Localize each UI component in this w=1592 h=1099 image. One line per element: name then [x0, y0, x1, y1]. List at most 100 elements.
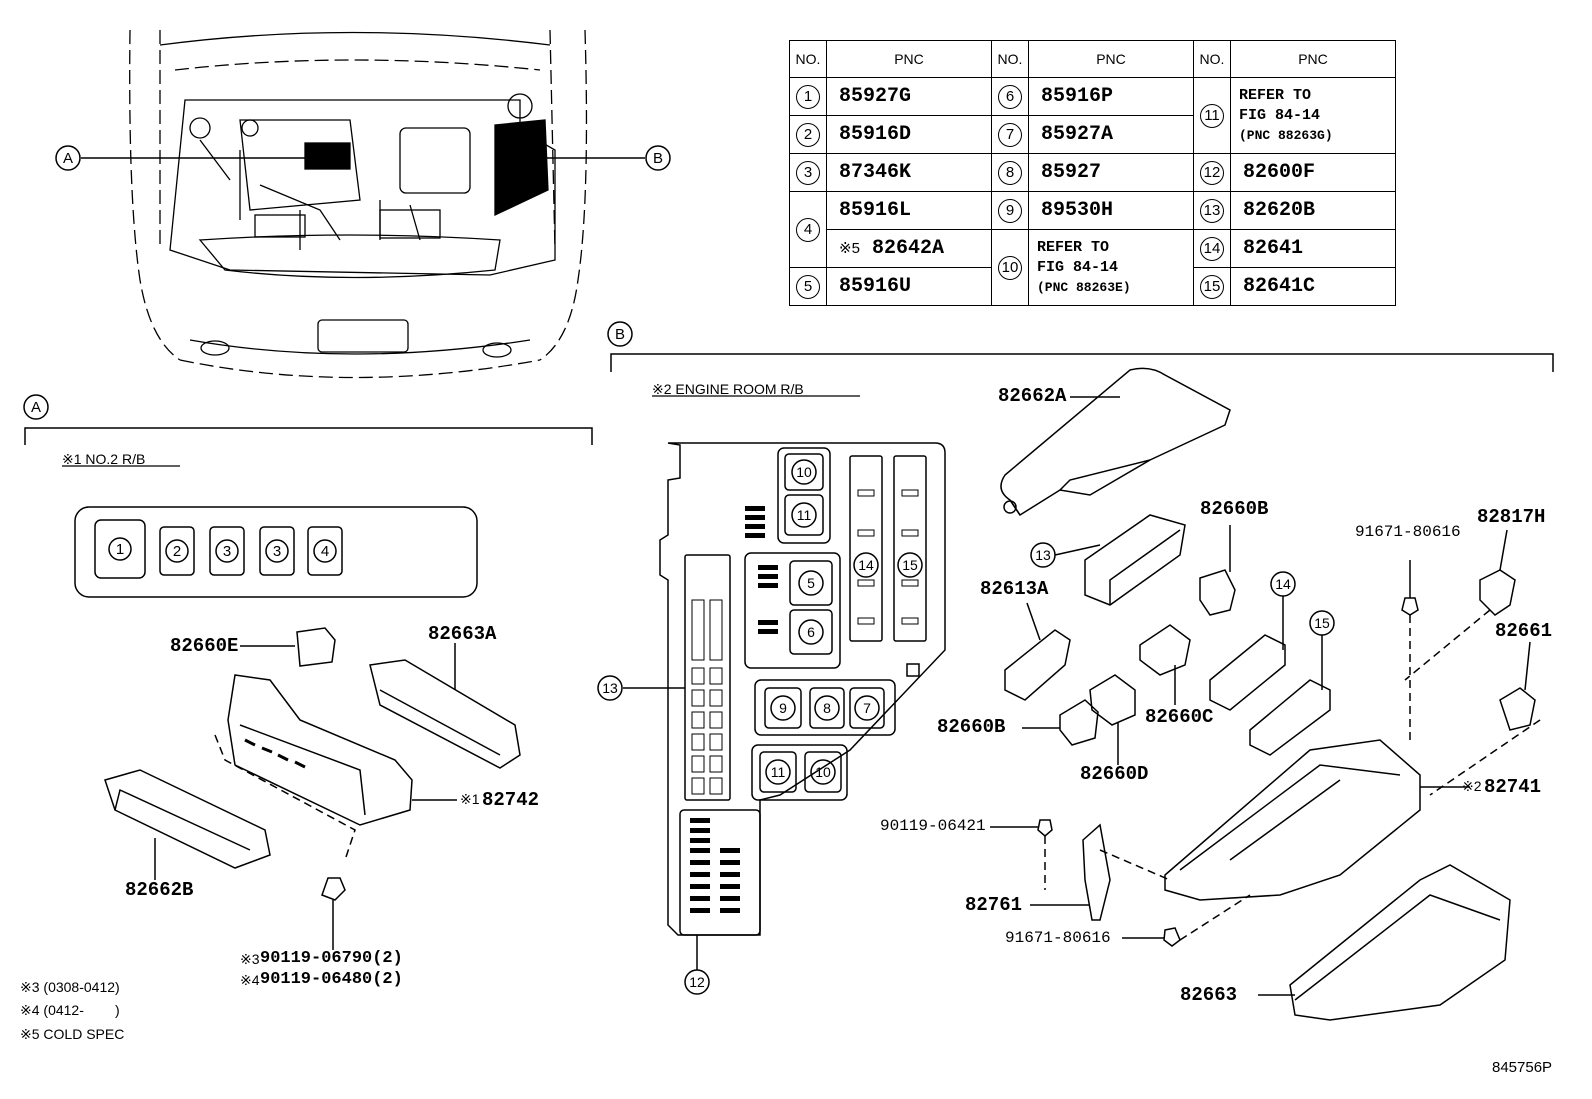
layout-label: 8 [823, 700, 831, 716]
part-number: 85927G [826, 77, 992, 116]
part-number-alt: ※5 82642A [826, 229, 992, 268]
item-number: 15 [1200, 274, 1224, 299]
item-number: 10 [998, 255, 1022, 280]
note-mark: ※1 [460, 791, 480, 807]
part-label-82741: 82741 [1484, 776, 1542, 798]
table-row: 1 85927G 6 85916P 11 REFER TO FIG 84-14 … [789, 77, 1396, 154]
part-label-82761: 82761 [965, 894, 1023, 916]
refer-note: REFER TO FIG 84-14 (PNC 88263G) [1230, 77, 1396, 154]
part-label-82662A: 82662A [998, 385, 1067, 407]
section-a-title: ※1 NO.2 R/B [62, 451, 146, 467]
item-number: 13 [1200, 198, 1224, 223]
col-pnc: PNC [1230, 40, 1396, 78]
item-number: 2 [796, 122, 820, 147]
part-number: 85916U [826, 267, 992, 306]
note-5: ※5 COLD SPEC [20, 1026, 125, 1042]
callout-13: 13 [1035, 547, 1051, 563]
fuse-marks [690, 506, 778, 913]
layout-label: 10 [815, 764, 831, 780]
item-number: 11 [1200, 103, 1224, 128]
part-label-82742: 82742 [482, 789, 540, 811]
col-pnc: PNC [1028, 40, 1194, 78]
table-header-row: NO. PNC NO. PNC NO. PNC [789, 40, 1396, 78]
part-number: 85927 [1028, 153, 1194, 192]
part-label-bolt-2: 90119-06480(2) [260, 970, 403, 989]
note-mark: ※2 [1462, 778, 1482, 794]
fuse-label: 3 [272, 543, 282, 560]
section-b-title: ※2 ENGINE ROOM R/B [652, 381, 804, 397]
part-number: 85916P [1028, 77, 1194, 116]
part-number: 87346K [826, 153, 992, 192]
refer-line: REFER TO [1037, 238, 1110, 256]
refer-line: FIG 84-14 [1037, 258, 1119, 276]
part-label-82660E: 82660E [170, 635, 239, 657]
layout-label: 9 [779, 700, 787, 716]
fuse-label: 1 [115, 541, 125, 558]
part-number: 85916L [826, 191, 992, 230]
refer-line: (PNC 88263E) [1037, 279, 1131, 295]
layout-label: 13 [602, 680, 618, 696]
figure-id: 845756P [1492, 1059, 1553, 1076]
layout-label: 11 [796, 507, 812, 523]
part-label-82817H: 82817H [1477, 506, 1546, 528]
part-number: 85927A [1028, 115, 1194, 154]
part-label-82613A: 82613A [980, 578, 1049, 600]
note-mark: ※4 [240, 972, 260, 988]
item-number: 1 [796, 84, 820, 109]
refer-line: (PNC 88263G) [1239, 127, 1333, 143]
part-number: 82642A [871, 237, 944, 260]
part-label-bolt-1: 90119-06790(2) [260, 949, 403, 968]
refer-line: FIG 84-14 [1239, 106, 1321, 124]
item-number: 14 [1200, 236, 1224, 261]
layout-label: 5 [807, 575, 815, 591]
note-mark: ※5 [839, 240, 860, 257]
table-row: 4 85916L 9 89530H 13 82620B [789, 191, 1396, 268]
part-label-91671-top: 91671-80616 [1355, 523, 1461, 541]
item-number: 4 [796, 217, 820, 242]
layout-label: 12 [689, 974, 705, 990]
layout-label: 10 [796, 464, 812, 480]
layout-label: 14 [858, 557, 874, 573]
part-label-82661: 82661 [1495, 620, 1553, 642]
section-b-marker: B [614, 326, 625, 343]
note-4: ※4 (0412- ) [20, 1002, 120, 1018]
part-number: 82620B [1230, 191, 1396, 230]
col-no: NO. [991, 40, 1029, 78]
callout-15: 15 [1314, 615, 1330, 631]
table-row: ※5 82642A 10 REFER TO FIG 84-14 (PNC 882… [790, 229, 1396, 306]
fuse-label: 4 [320, 543, 330, 560]
col-no: NO. [1193, 40, 1231, 78]
callout-b: B [652, 150, 663, 167]
part-label-82660D: 82660D [1080, 763, 1149, 785]
layout-label: 7 [863, 700, 871, 716]
part-label-82660C: 82660C [1145, 706, 1214, 728]
callout-a: A [62, 150, 73, 167]
part-number: 82641C [1230, 267, 1396, 306]
fuse-slots [691, 489, 919, 795]
item-number: 6 [998, 84, 1022, 109]
layout-label: 6 [807, 624, 815, 640]
col-pnc: PNC [826, 40, 992, 78]
refer-line: REFER TO [1239, 86, 1312, 104]
table-row: 2 85916D 7 85927A [789, 115, 1396, 154]
part-label-90119: 90119-06421 [880, 817, 986, 835]
item-number: 7 [998, 122, 1022, 147]
item-number: 12 [1200, 160, 1224, 185]
part-number: 82641 [1230, 229, 1396, 268]
part-number: 89530H [1028, 191, 1194, 230]
fuse-label: 3 [222, 543, 232, 560]
item-number: 9 [998, 198, 1022, 223]
engine-bay-illustration [129, 29, 588, 379]
item-number: 5 [796, 274, 820, 299]
pnc-table: NO. PNC NO. PNC NO. PNC 1 85927G 6 85916… [789, 40, 1396, 306]
fuse-label: 2 [172, 543, 182, 560]
part-label-82662B: 82662B [125, 879, 194, 901]
table-row: 3 87346K 8 85927 12 82600F [789, 153, 1396, 192]
item-number: 8 [998, 160, 1022, 185]
col-no: NO. [789, 40, 827, 78]
part-label-91671-bottom: 91671-80616 [1005, 929, 1111, 947]
layout-label: 11 [770, 764, 786, 780]
part-number: 85916D [826, 115, 992, 154]
part-number: 82600F [1230, 153, 1396, 192]
